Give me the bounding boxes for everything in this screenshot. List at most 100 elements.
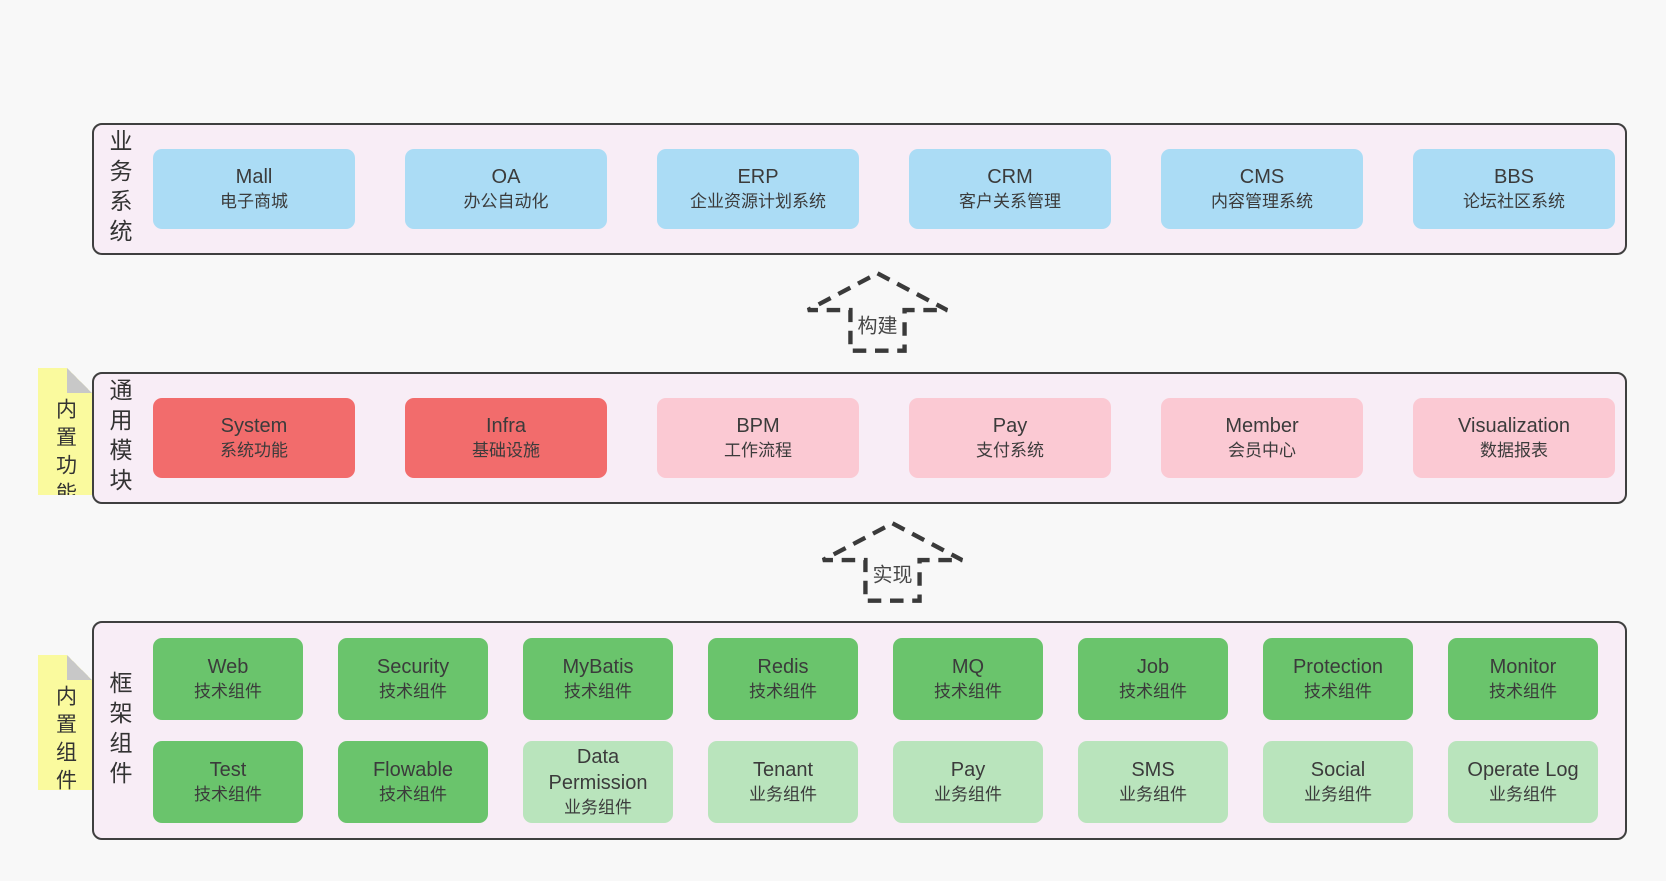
box-subtitle: 技术组件 [749,681,817,701]
box-title: SMS [1131,758,1175,781]
box-erp: ERP 企业资源计划系统 [657,149,859,229]
up-block-arrow-icon [821,520,964,603]
layer-title-components: 框架组件 [106,670,132,791]
box-crm: CRM 客户关系管理 [909,149,1111,229]
box-subtitle: 论坛社区系统 [1463,191,1565,211]
components-row-2: Test 技术组件 Flowable 技术组件 Data Permission … [153,741,1598,823]
box-subtitle: 技术组件 [379,784,447,804]
box-title: CRM [987,165,1033,188]
box-title: Pay [992,414,1028,437]
box-subtitle: 技术组件 [194,784,262,804]
box-title: Protection [1292,655,1384,678]
box-security: Security 技术组件 [338,638,488,720]
box-title: Data Permission [548,745,648,794]
box-monitor: Monitor 技术组件 [1448,638,1598,720]
build-arrow-label: 构建 [854,308,901,340]
common-modules-layer: 通用模块 System 系统功能 Infra 基础设施 BPM 工作流程 Pay… [92,372,1627,504]
box-pay-module: Pay 支付系统 [909,398,1111,478]
box-job: Job 技术组件 [1078,638,1228,720]
business-box-row: Mall 电子商城 OA 办公自动化 ERP 企业资源计划系统 CRM 客户关系… [153,149,1615,229]
sticky-note-builtin-components: 内置组件 [38,655,92,790]
box-subtitle: 工作流程 [724,440,792,460]
layer-title-modules: 通用模块 [106,378,132,498]
box-subtitle: 企业资源计划系统 [690,191,826,211]
sticky-note-label: 内置功能 [53,398,77,510]
box-title: Operate Log [1467,758,1579,781]
box-title: Redis [757,655,809,678]
box-flowable: Flowable 技术组件 [338,741,488,823]
box-title: Tenant [752,758,814,781]
box-subtitle: 业务组件 [564,797,632,817]
box-web: Web 技术组件 [153,638,303,720]
sticky-note-builtin-features: 内置功能 [38,368,92,495]
box-pay-component: Pay 业务组件 [893,741,1043,823]
box-title: Social [1310,758,1366,781]
box-title: Test [209,758,247,781]
box-social: Social 业务组件 [1263,741,1413,823]
box-subtitle: 系统功能 [220,440,288,460]
box-title: Pay [950,758,986,781]
box-subtitle: 业务组件 [1304,784,1372,804]
box-subtitle: 技术组件 [1304,681,1372,701]
box-operate-log: Operate Log 业务组件 [1448,741,1598,823]
box-title: ERP [737,165,779,188]
box-subtitle: 技术组件 [379,681,447,701]
box-title: CMS [1239,165,1285,188]
box-test: Test 技术组件 [153,741,303,823]
box-member: Member 会员中心 [1161,398,1363,478]
box-title: BPM [736,414,780,437]
box-subtitle: 业务组件 [749,784,817,804]
modules-box-row: System 系统功能 Infra 基础设施 BPM 工作流程 Pay 支付系统… [153,398,1615,478]
box-subtitle: 数据报表 [1480,440,1548,460]
box-bbs: BBS 论坛社区系统 [1413,149,1615,229]
box-title: Mall [235,165,273,188]
box-subtitle: 技术组件 [564,681,632,701]
box-title: Flowable [372,758,454,781]
sticky-note-label: 内置组件 [53,685,77,797]
box-title: Web [207,655,249,678]
box-infra: Infra 基础设施 [405,398,607,478]
box-subtitle: 支付系统 [976,440,1044,460]
box-subtitle: 业务组件 [1489,784,1557,804]
box-title: Security [376,655,450,678]
box-subtitle: 基础设施 [472,440,540,460]
box-subtitle: 办公自动化 [463,191,549,211]
layer-title-business: 业务系统 [106,129,132,249]
box-tenant: Tenant 业务组件 [708,741,858,823]
box-mall: Mall 电子商城 [153,149,355,229]
box-system: System 系统功能 [153,398,355,478]
up-block-arrow-icon [806,270,949,353]
box-visualization: Visualization 数据报表 [1413,398,1615,478]
box-subtitle: 技术组件 [934,681,1002,701]
build-arrow: 构建 [805,270,950,354]
box-redis: Redis 技术组件 [708,638,858,720]
box-subtitle: 内容管理系统 [1211,191,1313,211]
implement-arrow-label: 实现 [869,557,916,589]
box-subtitle: 电子商城 [220,191,288,211]
box-oa: OA 办公自动化 [405,149,607,229]
box-subtitle: 技术组件 [194,681,262,701]
box-sms: SMS 业务组件 [1078,741,1228,823]
box-protection: Protection 技术组件 [1263,638,1413,720]
box-title: System [220,414,288,437]
box-mybatis: MyBatis 技术组件 [523,638,673,720]
business-systems-layer: 业务系统 Mall 电子商城 OA 办公自动化 ERP 企业资源计划系统 CRM… [92,123,1627,255]
components-grid: Web 技术组件 Security 技术组件 MyBatis 技术组件 Redi… [153,638,1598,823]
box-title: Job [1136,655,1170,678]
box-subtitle: 技术组件 [1119,681,1187,701]
box-title: Monitor [1489,655,1557,678]
box-subtitle: 客户关系管理 [959,191,1061,211]
box-subtitle: 业务组件 [1119,784,1187,804]
box-subtitle: 技术组件 [1489,681,1557,701]
framework-components-layer: 框架组件 Web 技术组件 Security 技术组件 MyBatis 技术组件… [92,621,1627,840]
implement-arrow: 实现 [820,519,965,605]
box-subtitle: 业务组件 [934,784,1002,804]
box-title: MQ [951,655,985,678]
components-row-1: Web 技术组件 Security 技术组件 MyBatis 技术组件 Redi… [153,638,1598,720]
box-title: Visualization [1458,414,1570,437]
box-cms: CMS 内容管理系统 [1161,149,1363,229]
box-bpm: BPM 工作流程 [657,398,859,478]
box-title: Infra [485,414,527,437]
box-title: MyBatis [562,655,634,678]
box-mq: MQ 技术组件 [893,638,1043,720]
